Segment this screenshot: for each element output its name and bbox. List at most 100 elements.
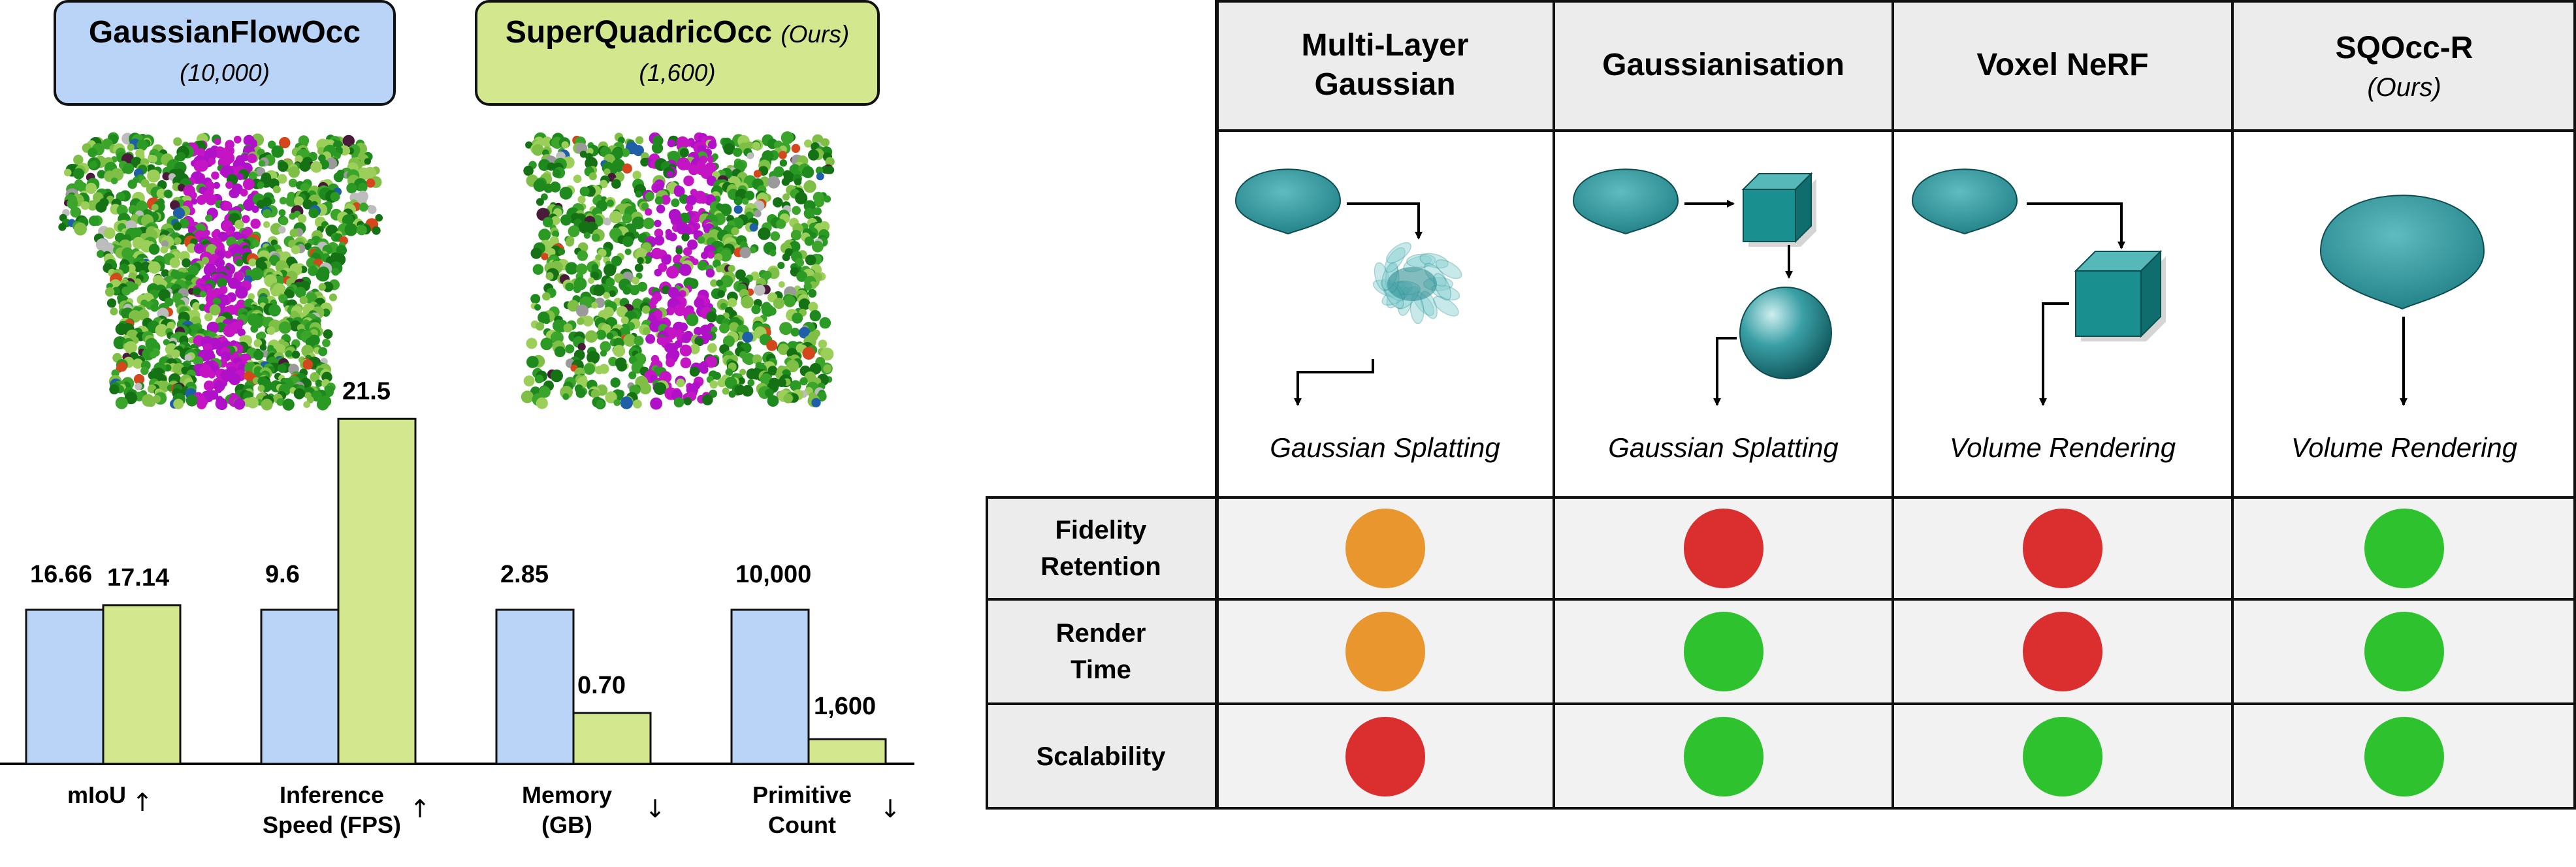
rating-dot-poor	[1683, 509, 1763, 588]
rating-cell	[1554, 704, 1893, 810]
point	[305, 292, 317, 304]
point	[115, 396, 128, 409]
point	[257, 181, 265, 189]
render-method-label: Volume Rendering	[2291, 432, 2518, 463]
rating-cell	[2232, 704, 2576, 810]
rating-cell	[1893, 497, 2232, 599]
column-header: SQOcc-R(Ours)	[2232, 0, 2576, 131]
point	[214, 258, 225, 268]
point	[742, 332, 754, 343]
point	[127, 143, 135, 151]
column-title: Gaussian	[1314, 67, 1456, 102]
pipeline-diagram	[1572, 168, 1832, 406]
point	[798, 326, 811, 339]
point	[622, 213, 632, 224]
point	[813, 207, 822, 215]
point	[204, 313, 213, 322]
superquadric-shape	[2319, 195, 2485, 310]
point	[140, 179, 150, 188]
point	[687, 239, 698, 250]
superquadric-shape	[1911, 168, 2018, 235]
point	[251, 240, 260, 247]
point	[533, 179, 546, 192]
point	[645, 334, 656, 344]
point	[799, 377, 808, 386]
point	[87, 200, 98, 211]
point	[603, 292, 611, 299]
point	[808, 289, 817, 298]
point	[717, 378, 727, 388]
point	[247, 396, 259, 409]
point	[818, 339, 828, 349]
point	[587, 351, 600, 364]
point	[197, 400, 207, 409]
point	[304, 243, 312, 250]
point	[697, 260, 707, 271]
point	[285, 350, 293, 357]
point	[150, 351, 157, 358]
point	[637, 257, 644, 264]
point	[543, 317, 551, 324]
direction-arrow: ↑	[132, 788, 153, 817]
point	[583, 232, 591, 239]
point	[782, 253, 790, 261]
point	[639, 383, 652, 395]
point	[523, 375, 535, 386]
point	[285, 195, 297, 207]
point	[600, 180, 608, 189]
bar	[495, 608, 575, 765]
point	[590, 271, 600, 280]
point	[583, 315, 594, 327]
point	[541, 253, 549, 260]
point	[577, 195, 586, 204]
rating-dot-good	[2364, 612, 2444, 691]
rating-dot-good	[2364, 717, 2444, 796]
point	[187, 264, 199, 277]
point	[521, 390, 534, 403]
point	[675, 247, 683, 255]
rating-cell	[1216, 704, 1554, 810]
point	[191, 198, 198, 205]
pipeline-diagram	[2319, 195, 2485, 406]
point	[604, 168, 611, 176]
point	[196, 195, 207, 205]
model-name: SuperQuadricOcc	[505, 15, 772, 50]
point	[767, 395, 779, 407]
point	[532, 144, 544, 156]
point	[237, 328, 246, 337]
point	[804, 236, 814, 246]
point	[257, 385, 265, 392]
point	[247, 153, 257, 164]
point	[209, 304, 221, 316]
point	[769, 249, 777, 257]
point	[600, 341, 611, 353]
point	[172, 207, 185, 219]
point	[342, 147, 351, 155]
point	[792, 206, 801, 215]
point	[525, 141, 533, 149]
point	[193, 243, 205, 254]
point	[161, 269, 170, 277]
rating-dot-poor	[2023, 509, 2102, 588]
point	[770, 231, 781, 242]
point	[554, 346, 566, 358]
pipeline-diagram	[1911, 168, 2166, 406]
point	[773, 298, 785, 309]
point	[794, 178, 802, 186]
point	[719, 249, 732, 262]
point	[565, 238, 574, 247]
point	[150, 304, 159, 312]
tick-label: (GB)	[541, 812, 592, 838]
point	[155, 324, 169, 337]
point	[802, 347, 815, 360]
primitive-count: (1,600)	[639, 59, 716, 86]
point	[185, 394, 198, 407]
point	[682, 226, 692, 236]
point	[72, 168, 84, 180]
point	[58, 223, 67, 231]
point	[811, 398, 821, 407]
point	[739, 247, 751, 259]
data-label: 2.85	[500, 561, 549, 588]
point	[205, 214, 213, 222]
point	[542, 292, 551, 301]
